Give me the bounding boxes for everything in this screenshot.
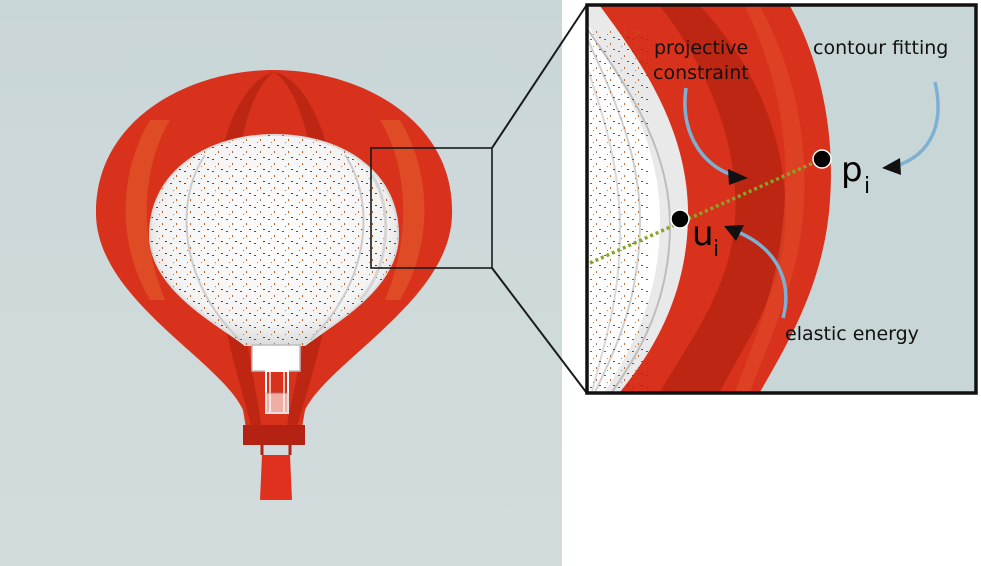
arrowheads [724, 158, 901, 241]
connector-top [491, 5, 587, 149]
point-u-marker [670, 209, 690, 229]
label-p-subscript: i [864, 174, 870, 199]
label-elastic-energy: elastic energy [785, 323, 919, 345]
label-projective-line1: projective [654, 37, 748, 59]
label-u-subscript: i [713, 237, 719, 262]
contour-arrowhead [882, 158, 901, 175]
elastic-arrowhead [724, 225, 744, 241]
projective-arrowhead [728, 169, 748, 185]
mesh-overlay [148, 133, 400, 414]
contour-arrow [895, 81, 940, 168]
label-p-symbol: p [841, 150, 863, 190]
zoom-inset-border [585, 3, 978, 395]
label-u-symbol: u [692, 214, 714, 254]
projective-arrow [683, 87, 736, 178]
zoom-inset [588, 6, 975, 392]
elastic-arrow [737, 230, 788, 319]
point-p-marker [812, 149, 832, 169]
annotation-arrows [683, 81, 940, 319]
label-contour-fitting: contour fitting [813, 37, 948, 59]
zoom-region-box [370, 147, 493, 269]
correspondence-line [589, 157, 823, 265]
connector-bottom [491, 267, 587, 393]
label-projective-line2: constraint [653, 62, 749, 84]
